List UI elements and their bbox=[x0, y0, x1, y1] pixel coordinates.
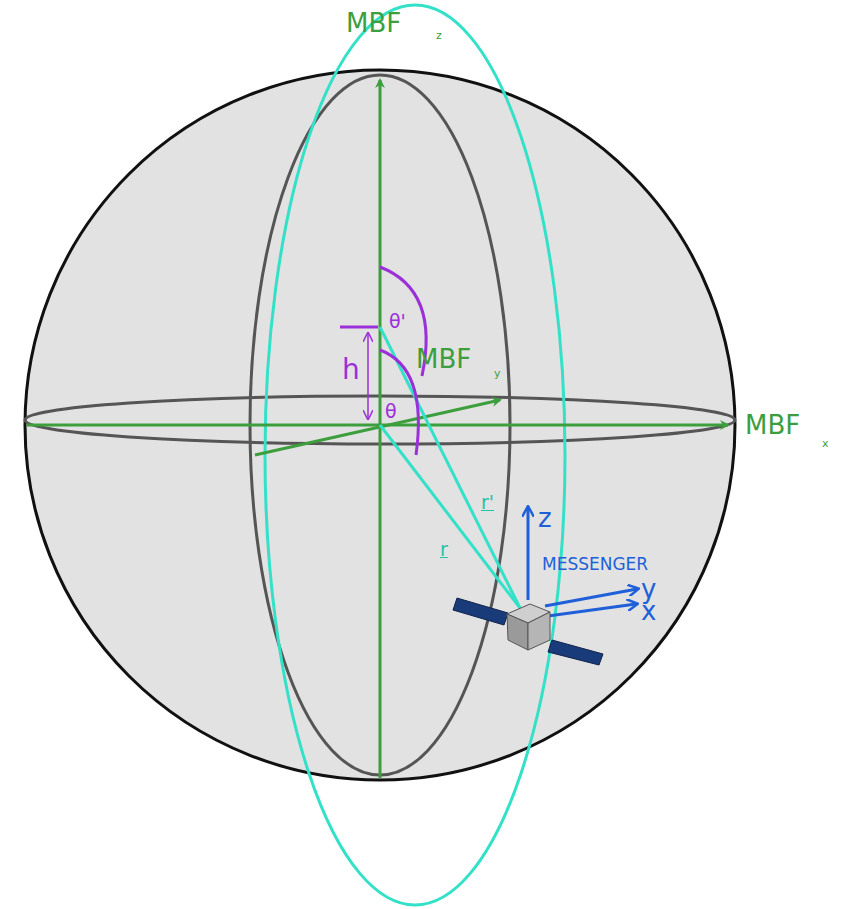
h-marker bbox=[340, 326, 378, 329]
z-axis bbox=[379, 80, 382, 778]
h-arrow bbox=[367, 333, 369, 380]
r-vector bbox=[380, 425, 520, 608]
sc-x-axis bbox=[548, 604, 636, 616]
axis-subscript: x bbox=[822, 438, 829, 449]
axis-subscript: z bbox=[436, 30, 442, 41]
orbit bbox=[265, 5, 565, 905]
theta-arc bbox=[380, 350, 418, 455]
axis-label: MBF bbox=[745, 412, 800, 438]
h-arrow bbox=[367, 380, 369, 419]
axis-label: z bbox=[538, 505, 552, 531]
axis-subscript: y bbox=[494, 368, 501, 379]
axis-label: MBF bbox=[346, 10, 401, 36]
sc-z-axis bbox=[527, 508, 530, 600]
vector-label: r' bbox=[481, 493, 494, 512]
distance-label: h bbox=[342, 356, 360, 384]
sc-y-axis bbox=[545, 589, 637, 606]
angle-label: θ bbox=[385, 402, 397, 421]
spacecraft bbox=[453, 598, 603, 665]
planet-sphere bbox=[25, 70, 735, 780]
vector-label: r bbox=[440, 540, 448, 559]
axis-label: x bbox=[641, 598, 656, 624]
angle-label: θ' bbox=[389, 312, 406, 331]
spacecraft-label: MESSENGER bbox=[542, 556, 648, 573]
y-axis bbox=[255, 400, 500, 455]
r-prime-vector bbox=[380, 327, 520, 608]
axis-label: MBF bbox=[416, 346, 471, 372]
